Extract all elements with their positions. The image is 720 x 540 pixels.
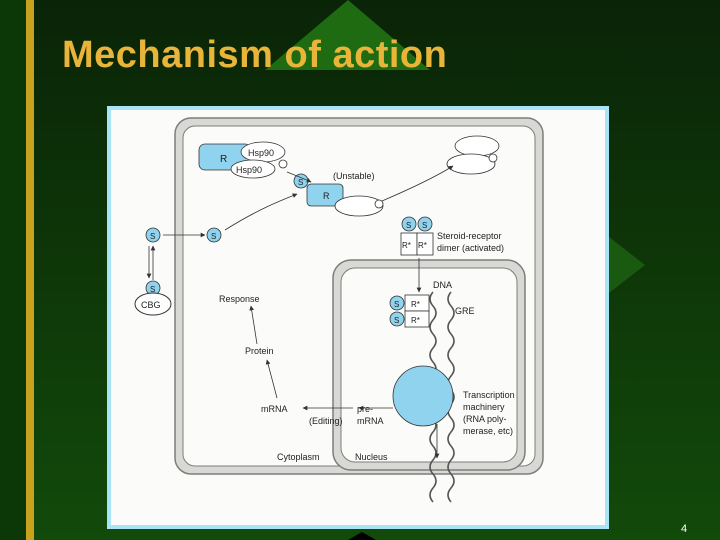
left-bar (0, 0, 26, 540)
label-response: Response (219, 294, 260, 304)
hsp90-knob (278, 159, 288, 169)
receptor-hsp90-complex: R Hsp90 Hsp90 (198, 141, 288, 179)
label-nuc-r1: R* (411, 300, 420, 309)
label-tm-2: machinery (463, 402, 505, 412)
unstable-complex: S R (Unstable) (293, 171, 384, 217)
decor-triangle-bottom (348, 532, 376, 540)
label-tm-3: (RNA poly- (463, 414, 507, 424)
label-pre-mrna-1: pre- (357, 404, 373, 414)
nucleus-interior (340, 267, 518, 463)
label-nuc-r2: R* (411, 316, 420, 325)
label-dimer-s2: S (422, 221, 427, 230)
label-dna: DNA (433, 280, 452, 290)
label-dimer-s1: S (406, 221, 411, 230)
released-hsp90 (446, 135, 500, 175)
label-unstable: (Unstable) (333, 171, 375, 181)
arrow-steroid-to-receptor (224, 193, 298, 231)
label-pre-mrna-2: mRNA (357, 416, 384, 426)
label-tm-1: Transcription (463, 390, 515, 400)
steroid-outside (145, 227, 161, 243)
label-hsp90-top: Hsp90 (248, 148, 274, 158)
dimer-steroid-2 (417, 216, 433, 232)
label-protein: Protein (245, 346, 274, 356)
label-hsp90-bottom: Hsp90 (236, 165, 262, 175)
label-cbg-s: S (150, 285, 155, 294)
label-nuc-s1: S (394, 300, 399, 309)
slide-page-number: 4 (681, 523, 688, 535)
hsp90-released-bottom (446, 153, 496, 175)
decor-triangle-top (265, 0, 430, 70)
hsp90-unstable-shape (334, 195, 384, 217)
label-editing: (Editing) (309, 416, 343, 426)
label-r-complex: R (220, 154, 227, 165)
label-mrna: mRNA (261, 404, 288, 414)
steroid-mechanism-diagram: R Hsp90 Hsp90 S R (Unstable) S S S S R* (107, 106, 609, 529)
label-cytoplasm: Cytoplasm (277, 452, 320, 462)
cbg-shape (134, 292, 172, 316)
nuc-receptor-2 (404, 310, 430, 328)
nuc-steroid-2 (389, 311, 405, 327)
nuc-steroid-1 (389, 295, 405, 311)
dna-helix-strand-2 (447, 291, 455, 503)
label-nucleus: Nucleus (355, 452, 388, 462)
arrow-to-unstable (286, 171, 312, 183)
steroid-inside (206, 227, 222, 243)
label-r-unstable: R (323, 191, 330, 201)
label-s-outside: S (150, 232, 155, 241)
arrow-mrna-to-protein (265, 359, 278, 399)
hsp90-released-top (454, 135, 500, 157)
hsp90-unstable-knob (374, 199, 384, 209)
slide-title: Mechanism of action (62, 34, 448, 76)
activated-dimer: S S R* R* Steroid-receptor dimer (activa… (400, 216, 504, 256)
arrow-to-released-hsp90 (381, 165, 454, 202)
label-steroid-on-r: S (298, 178, 303, 187)
dimer-steroid-1 (401, 216, 417, 232)
label-nuc-s2: S (394, 316, 399, 325)
hsp90-bottom-shape (230, 159, 276, 179)
label-dimer-r1: R* (402, 241, 411, 250)
arrow-protein-to-response (249, 305, 258, 345)
label-dimer-line1: Steroid-receptor (437, 231, 502, 241)
label-gre: GRE (455, 306, 475, 316)
label-cbg: CBG (141, 300, 161, 310)
gre-bound-dimer: S S R* R* GRE (389, 294, 475, 328)
transcription-machinery-shape (392, 365, 454, 427)
label-s-entering: S (211, 232, 216, 241)
label-tm-4: merase, etc) (463, 426, 513, 436)
decor-triangle-right (600, 230, 645, 300)
hsp90-released-knob (488, 153, 498, 163)
label-dimer-line2: dimer (activated) (437, 243, 504, 253)
gold-stripe (26, 0, 34, 540)
dimer-receptor-2 (416, 232, 434, 256)
receptor-unstable-box (306, 183, 344, 207)
label-dimer-r2: R* (418, 241, 427, 250)
